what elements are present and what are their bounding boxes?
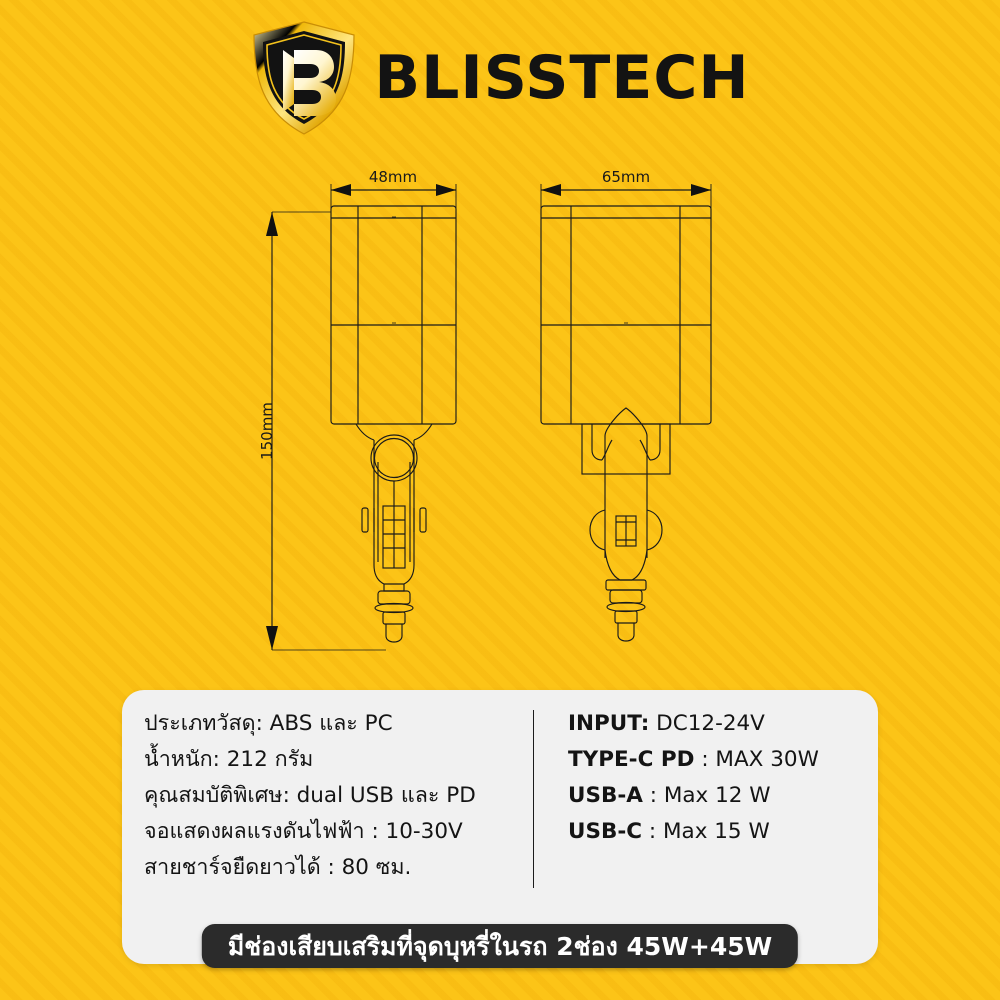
spec-item-usb-c: USB-C : Max 15 W — [568, 814, 878, 850]
spec-column-divider — [533, 710, 534, 888]
spec-item-usb-a: USB-A : Max 12 W — [568, 778, 878, 814]
spec-input-key: INPUT: — [568, 711, 650, 737]
shield-b-monogram-icon — [250, 20, 358, 136]
specification-column-right: INPUT: DC12-24V TYPE-C PD : MAX 30W USB-… — [534, 704, 878, 890]
brand-header: BLISSTECH — [0, 18, 1000, 138]
spec-usbc-value: : Max 15 W — [648, 819, 770, 845]
spec-item-typec-pd: TYPE-C PD : MAX 30W — [568, 742, 878, 778]
spec-item-voltage-display: จอแสดงผลแรงดันไฟฟ้า : 10-30V — [144, 819, 463, 845]
spec-item-material: ประเภทวัสดุ: ABS และ PC — [144, 711, 393, 737]
specification-card: ประเภทวัสดุ: ABS และ PC น้ำหนัก: 212 กรั… — [122, 690, 878, 964]
spec-item-cable-length: สายชาร์จยืดยาวได้ : 80 ซม. — [144, 855, 412, 881]
highlight-banner: มีช่องเสียบเสริมที่จุดบุหรี่ในรถ 2ช่อง 4… — [201, 924, 799, 968]
specification-columns: ประเภทวัสดุ: ABS และ PC น้ำหนัก: 212 กรั… — [122, 704, 878, 890]
spec-usba-key: USB-A — [568, 783, 643, 809]
spec-typec-value: : MAX 30W — [701, 747, 819, 773]
spec-usbc-key: USB-C — [568, 819, 643, 845]
specification-column-left: ประเภทวัสดุ: ABS และ PC น้ำหนัก: 212 กรั… — [122, 704, 533, 890]
spec-item-features: คุณสมบัติพิเศษ: dual USB และ PD — [144, 783, 476, 809]
technical-drawing: 48mm 65mm 150mm — [0, 150, 1000, 690]
spec-usba-value: : Max 12 W — [649, 783, 771, 809]
dimension-label-height: 150mm — [258, 402, 276, 460]
dimension-label-front-width: 48mm — [369, 168, 417, 186]
spec-typec-key: TYPE-C PD — [568, 747, 695, 773]
spec-item-input: INPUT: DC12-24V — [568, 706, 878, 742]
highlight-banner-text: มีช่องเสียบเสริมที่จุดบุหรี่ในรถ 2ช่อง 4… — [227, 931, 773, 961]
spec-item-weight: น้ำหนัก: 212 กรัม — [144, 747, 314, 773]
dimension-label-side-width: 65mm — [602, 168, 650, 186]
spec-input-value: DC12-24V — [656, 711, 765, 737]
brand-name: BLISSTECH — [374, 43, 750, 113]
